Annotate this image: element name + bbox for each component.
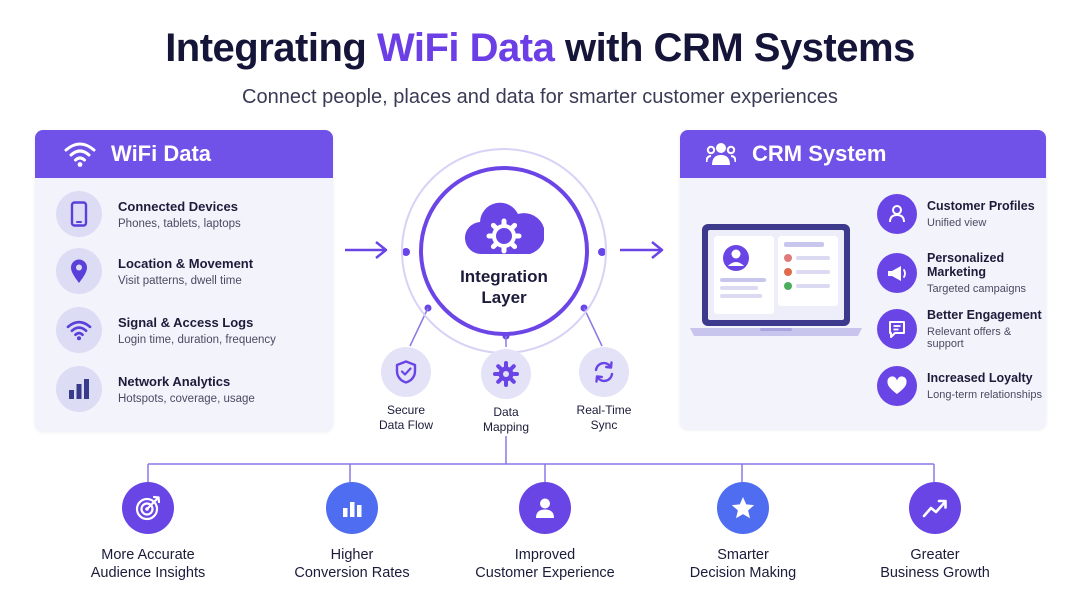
wifi-data-panel: WiFi Data Connected Devices Phones, tabl… (35, 130, 333, 431)
outcome-label: Improved Customer Experience (455, 546, 635, 582)
users-icon (704, 137, 738, 171)
outcome-label: More Accurate Audience Insights (58, 546, 238, 582)
wifi-item-title: Signal & Access Logs (118, 314, 254, 330)
feature-label: Secure Data Flow (351, 403, 461, 433)
wifi-item-desc: Visit patterns, dwell time (118, 274, 242, 287)
crm-panel-title: CRM System (752, 141, 887, 166)
user-icon (519, 482, 571, 534)
megaphone-icon (877, 253, 917, 293)
feature-label: Real-Time Sync (549, 403, 659, 433)
location-pin-icon (56, 248, 102, 294)
feature-data-mapping: Data Mapping (451, 349, 561, 435)
star-icon (717, 482, 769, 534)
crm-item-increased-loyalty: Increased Loyalty Long-term relationship… (877, 366, 1042, 406)
integration-label-line1: Integration (460, 267, 548, 286)
outcome-label-line2: Conversion Rates (294, 565, 410, 581)
feature-secure-data-flow: Secure Data Flow (351, 347, 461, 433)
feature-label: Data Mapping (451, 405, 561, 435)
outcome-label-line1: Higher (330, 547, 374, 563)
crm-item-title: Personalized Marketing (927, 251, 1005, 279)
crm-item-desc: Relevant offers & support (927, 326, 1012, 350)
wifi-item-desc: Phones, tablets, laptops (118, 217, 241, 230)
trend-up-icon (909, 482, 961, 534)
feature-label-line2: Sync (590, 418, 618, 432)
page-title: Integrating WiFi Data with CRM Systems (0, 26, 1080, 71)
feature-label-line2: Mapping (482, 420, 530, 434)
wifi-panel-header: WiFi Data (35, 130, 333, 178)
laptop-dashboard-illustration (690, 224, 862, 336)
bar-chart-icon (56, 366, 102, 412)
wifi-item-title: Network Analytics (118, 373, 231, 389)
wifi-icon (63, 137, 97, 171)
wifi-icon (56, 307, 102, 353)
crm-item-personalized-marketing: Personalized Marketing Targeted campaign… (877, 251, 1046, 295)
outcome-label-line2: Customer Experience (475, 565, 615, 581)
page-subtitle: Connect people, places and data for smar… (242, 86, 838, 108)
crm-item-desc: Unified view (927, 217, 987, 229)
feature-label-line1: Real-Time (576, 403, 632, 417)
heart-icon (877, 366, 917, 406)
outcome-conversion-rates: Higher Conversion Rates (262, 482, 442, 582)
integration-layer-label: Integration Layer (419, 266, 589, 308)
wifi-item-desc: Hotspots, coverage, usage (118, 392, 255, 405)
outcome-label: Higher Conversion Rates (262, 546, 442, 582)
feature-label-line2: Data Flow (378, 418, 434, 432)
crm-item-title: Better Engagement (927, 308, 1042, 322)
outcome-decision-making: Smarter Decision Making (653, 482, 833, 582)
cloud-gear-icon (465, 202, 544, 255)
integration-label-line2: Layer (481, 288, 527, 307)
phone-icon (56, 191, 102, 237)
wifi-item-title: Connected Devices (118, 198, 238, 214)
title-part2: with CRM Systems (554, 26, 915, 70)
outcome-label-line1: Smarter (717, 547, 769, 563)
outcome-label-line2: Decision Making (689, 565, 797, 581)
outcome-label-line2: Audience Insights (90, 565, 206, 581)
crm-item-title: Customer Profiles (927, 199, 1035, 213)
user-icon (877, 194, 917, 234)
feature-label-line1: Data (493, 405, 519, 419)
gear-icon (481, 349, 531, 399)
outcome-business-growth: Greater Business Growth (845, 482, 1025, 582)
bar-chart-icon (326, 482, 378, 534)
wifi-item-location-movement: Location & Movement Visit patterns, dwel… (56, 248, 253, 294)
sync-icon (579, 347, 629, 397)
target-icon (122, 482, 174, 534)
crm-item-customer-profiles: Customer Profiles Unified view (877, 194, 1035, 234)
outcome-audience-insights: More Accurate Audience Insights (58, 482, 238, 582)
crm-item-desc: Long-term relationships (927, 389, 1042, 401)
wifi-item-network-analytics: Network Analytics Hotspots, coverage, us… (56, 366, 255, 412)
feature-real-time-sync: Real-Time Sync (549, 347, 659, 433)
crm-item-better-engagement: Better Engagement Relevant offers & supp… (877, 308, 1046, 350)
outcome-label: Smarter Decision Making (653, 546, 833, 582)
wifi-item-signal-access-logs: Signal & Access Logs Login time, duratio… (56, 307, 276, 353)
outcome-label: Greater Business Growth (845, 546, 1025, 582)
outcome-label-line1: Improved (514, 547, 576, 563)
crm-item-desc: Targeted campaigns (927, 283, 1027, 295)
outcome-label-line2: Business Growth (880, 565, 990, 581)
crm-system-panel: CRM System Customer Profiles Unified vie… (680, 130, 1046, 429)
feature-label-line1: Secure (386, 403, 426, 417)
outcome-customer-experience: Improved Customer Experience (455, 482, 635, 582)
shield-icon (381, 347, 431, 397)
chat-icon (877, 309, 917, 349)
title-accent: WiFi Data (376, 26, 555, 70)
wifi-item-title: Location & Movement (118, 255, 254, 271)
crm-item-title: Increased Loyalty (927, 371, 1033, 385)
outcome-label-line1: More Accurate (101, 547, 195, 563)
crm-panel-header: CRM System (680, 130, 1046, 178)
wifi-panel-title: WiFi Data (111, 141, 212, 166)
wifi-item-desc: Login time, duration, frequency (118, 333, 276, 346)
outcome-label-line1: Greater (910, 547, 960, 563)
wifi-item-connected-devices: Connected Devices Phones, tablets, lapto… (56, 191, 241, 237)
title-part1: Integrating (165, 26, 377, 70)
